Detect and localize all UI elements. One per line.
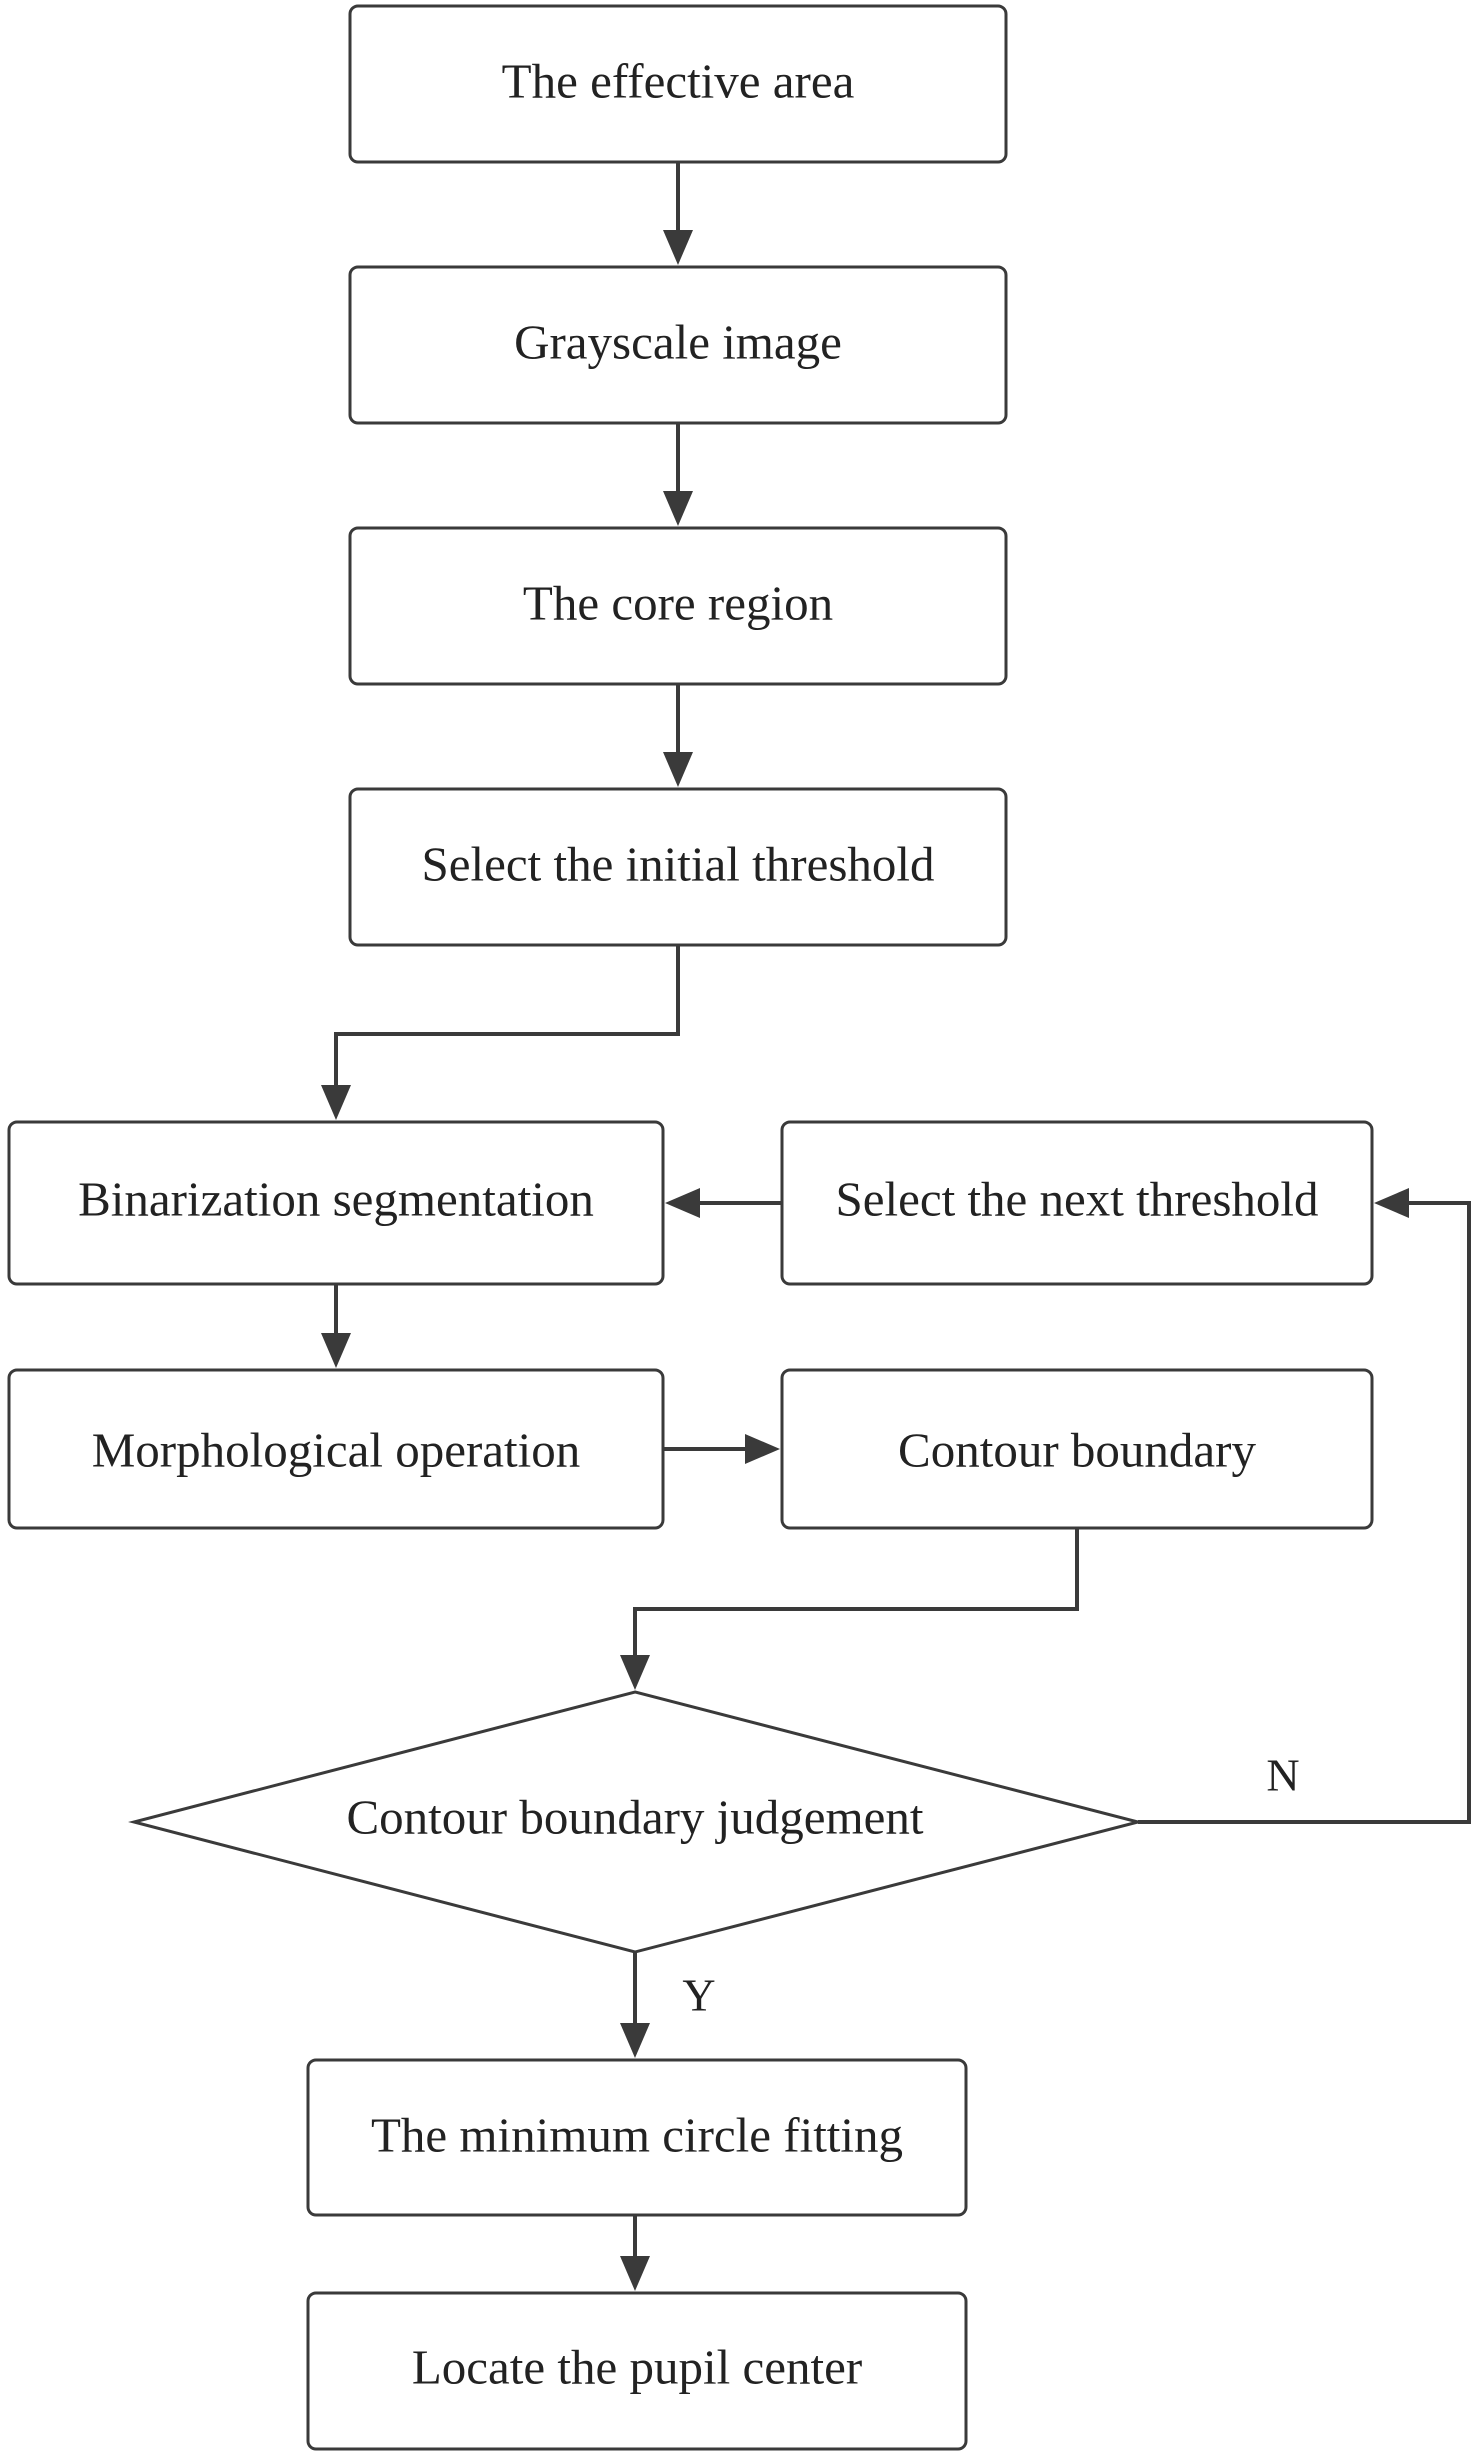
edge-initial-to-binarization bbox=[321, 945, 680, 1120]
node-grayscale-image-label: Grayscale image bbox=[514, 314, 842, 369]
edge-contour-to-judgement bbox=[620, 1528, 1079, 1690]
node-binarization-segmentation: Binarization segmentation bbox=[7, 1120, 665, 1286]
edge-judgement-yes-to-fitting: Y bbox=[620, 1952, 716, 2058]
node-next-threshold-label: Select the next threshold bbox=[835, 1171, 1318, 1226]
node-morphological-operation-label: Morphological operation bbox=[92, 1422, 581, 1477]
node-circle-fitting-label: The minimum circle fitting bbox=[371, 2107, 903, 2162]
node-contour-boundary: Contour boundary bbox=[780, 1368, 1374, 1530]
node-core-region-label: The core region bbox=[523, 575, 833, 630]
edge-effective-to-grayscale bbox=[663, 162, 693, 265]
node-morphological-operation: Morphological operation bbox=[7, 1368, 665, 1530]
edge-next-to-binarization bbox=[665, 1188, 782, 1218]
node-next-threshold: Select the next threshold bbox=[780, 1120, 1374, 1286]
node-effective-area: The effective area bbox=[348, 4, 1008, 164]
edge-fitting-to-pupil bbox=[620, 2215, 650, 2291]
edge-label-no: N bbox=[1266, 1750, 1299, 1801]
edge-morphological-to-contour bbox=[663, 1434, 780, 1464]
edge-label-yes: Y bbox=[682, 1970, 715, 2021]
node-grayscale-image: Grayscale image bbox=[348, 265, 1008, 425]
node-contour-boundary-label: Contour boundary bbox=[898, 1422, 1256, 1477]
node-binarization-segmentation-label: Binarization segmentation bbox=[78, 1171, 594, 1226]
decision-contour-judgement: Contour boundary judgement bbox=[128, 1690, 1144, 1954]
node-circle-fitting: The minimum circle fitting bbox=[306, 2058, 968, 2217]
edge-grayscale-to-core bbox=[663, 423, 693, 526]
decision-contour-judgement-label: Contour boundary judgement bbox=[346, 1789, 923, 1844]
edge-core-to-initial bbox=[663, 684, 693, 787]
node-pupil-center: Locate the pupil center bbox=[306, 2291, 968, 2451]
node-initial-threshold: Select the initial threshold bbox=[348, 787, 1008, 947]
edge-binarization-to-morphological bbox=[321, 1284, 351, 1368]
node-effective-area-label: The effective area bbox=[502, 53, 855, 108]
edge-judgement-no-to-next: N bbox=[1138, 1188, 1471, 1824]
node-core-region: The core region bbox=[348, 526, 1008, 686]
node-initial-threshold-label: Select the initial threshold bbox=[421, 836, 934, 891]
node-pupil-center-label: Locate the pupil center bbox=[412, 2339, 862, 2394]
